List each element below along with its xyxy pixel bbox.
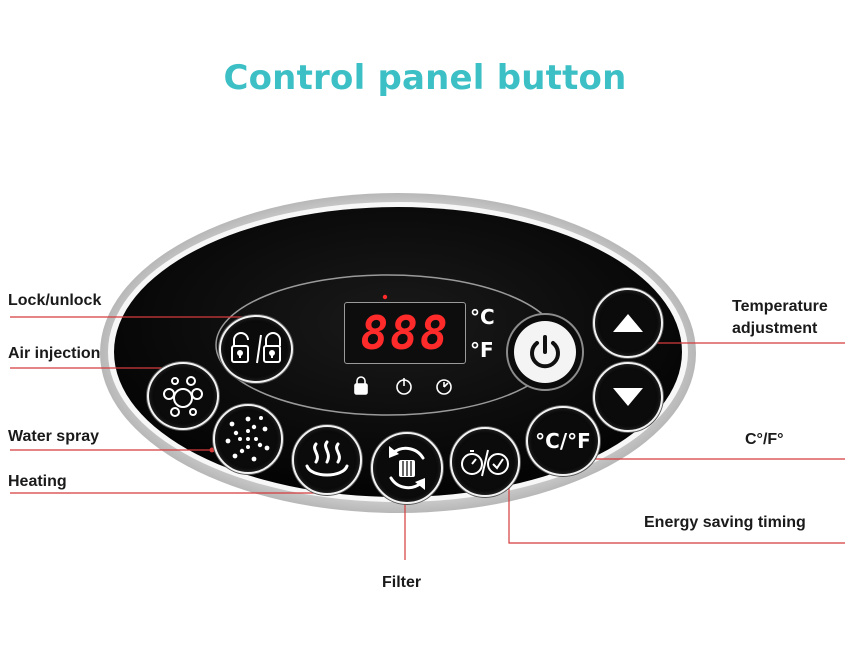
lock-status-icon bbox=[354, 376, 368, 395]
power-button[interactable] bbox=[506, 313, 584, 391]
label-filter: Filter bbox=[382, 574, 422, 591]
bubbles-icon bbox=[163, 376, 203, 417]
water-spray-button[interactable] bbox=[213, 404, 283, 474]
label-water-spray: Water spray bbox=[8, 428, 99, 445]
arrow-down-icon bbox=[613, 388, 643, 406]
lock-unlock-button[interactable] bbox=[219, 315, 293, 383]
unit-toggle-label: °C/°F bbox=[535, 429, 591, 453]
fahrenheit-unit: °F bbox=[470, 338, 494, 362]
power-status-icon bbox=[396, 378, 412, 395]
label-air-injection: Air injection bbox=[8, 345, 101, 362]
timer-icon bbox=[461, 449, 509, 477]
label-energy-saving-timing: Energy saving timing bbox=[644, 514, 806, 531]
leader-lines bbox=[10, 316, 845, 560]
timer-status-icon bbox=[436, 379, 452, 395]
digit-readout: 888 bbox=[360, 306, 450, 360]
label-lock-unlock: Lock/unlock bbox=[8, 292, 102, 309]
digit-display: 888 bbox=[344, 302, 466, 364]
heating-icon bbox=[305, 440, 349, 477]
temperature-up-button[interactable] bbox=[593, 288, 663, 358]
indicator-dot bbox=[382, 294, 388, 300]
power-icon bbox=[530, 335, 560, 369]
lock-unlock-icon bbox=[231, 332, 281, 364]
filter-icon bbox=[389, 446, 425, 490]
air-injection-button[interactable] bbox=[147, 362, 219, 430]
arrow-up-icon bbox=[613, 314, 643, 332]
heating-button[interactable] bbox=[292, 425, 362, 495]
unit-toggle-button[interactable]: °C/°F bbox=[526, 406, 600, 476]
filter-button[interactable] bbox=[371, 432, 443, 504]
water-spray-icon bbox=[225, 416, 270, 462]
temperature-down-button[interactable] bbox=[593, 362, 663, 432]
label-temperature-line1: Temperature bbox=[732, 298, 828, 315]
page-title: Control panel button bbox=[223, 58, 627, 98]
label-temperature-line2: adjustment bbox=[732, 320, 818, 337]
label-heating: Heating bbox=[8, 473, 67, 490]
celsius-unit: °C bbox=[470, 305, 495, 329]
label-unit-toggle: C°/F° bbox=[745, 431, 784, 448]
energy-saving-timing-button[interactable] bbox=[450, 427, 520, 497]
power-button-face bbox=[514, 321, 576, 383]
status-icons bbox=[354, 376, 452, 395]
